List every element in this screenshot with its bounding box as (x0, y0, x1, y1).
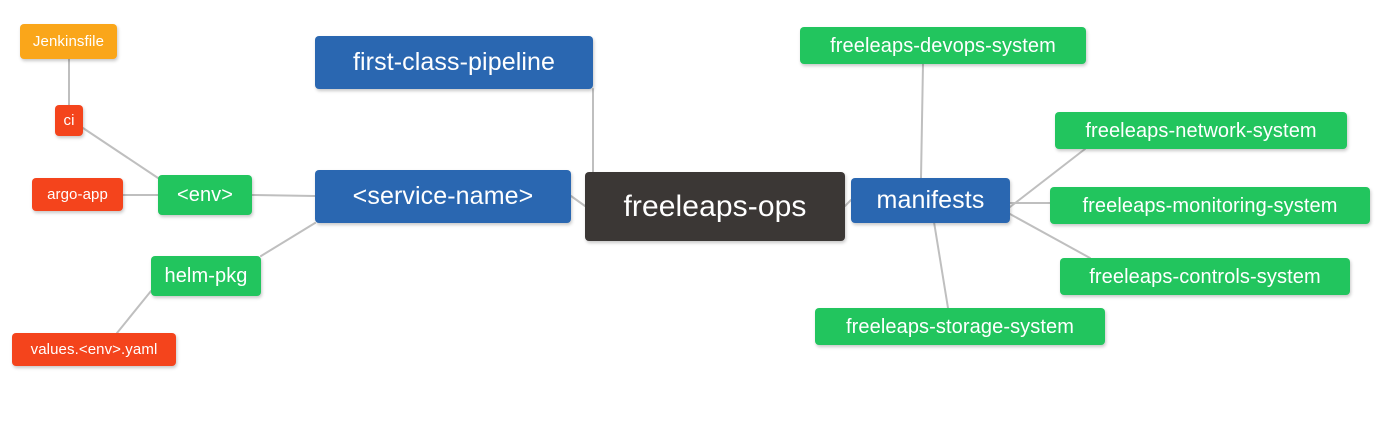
mindmap-edge (933, 221, 949, 309)
mindmap-node-first-class-pipeline[interactable]: first-class-pipeline (315, 36, 593, 89)
mindmap-node-Jenkinsfile[interactable]: Jenkinsfile (20, 24, 117, 59)
mindmap-node-values-env-yaml[interactable]: values.<env>.yaml (12, 333, 176, 366)
mindmap-edge (116, 290, 152, 334)
mindmap-node-service-name[interactable]: <service-name> (315, 170, 571, 223)
mindmap-edge (251, 194, 316, 197)
mindmap-node-freeleaps-devops-system[interactable]: freeleaps-devops-system (800, 27, 1086, 64)
mindmap-edge (920, 63, 924, 179)
mindmap-edge (570, 195, 586, 207)
mindmap-node-helm-pkg[interactable]: helm-pkg (151, 256, 261, 296)
mindmap-node-manifests[interactable]: manifests (851, 178, 1010, 223)
mindmap-node-freeleaps-ops[interactable]: freeleaps-ops (585, 172, 845, 241)
mindmap-node-freeleaps-controls-system[interactable]: freeleaps-controls-system (1060, 258, 1350, 295)
mindmap-node-freeleaps-monitoring-system[interactable]: freeleaps-monitoring-system (1050, 187, 1370, 224)
mindmap-edge (82, 127, 159, 179)
mindmap-node-ci[interactable]: ci (55, 105, 83, 136)
mindmap-node-freeleaps-network-system[interactable]: freeleaps-network-system (1055, 112, 1347, 149)
mindmap-node-argo-app[interactable]: argo-app (32, 178, 123, 211)
mindmap-node-freeleaps-storage-system[interactable]: freeleaps-storage-system (815, 308, 1105, 345)
mindmap-edge (260, 222, 316, 257)
mindmap-node-env[interactable]: <env> (158, 175, 252, 215)
